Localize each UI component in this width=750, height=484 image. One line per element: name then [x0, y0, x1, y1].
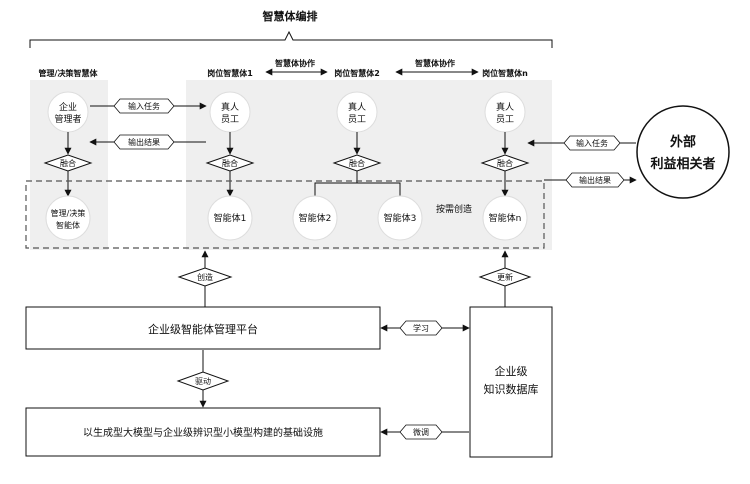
update-diamond: [478, 267, 532, 287]
human-2-label-2: 员工: [348, 114, 366, 125]
agent-3-label: 智能体3: [384, 212, 417, 224]
merge-diamond-post2: [332, 154, 382, 172]
agent-mgmt-label-2: 智能体: [56, 220, 80, 230]
input-task-label-right: 输入任务: [576, 138, 608, 148]
merge-label-post2: 融合: [349, 158, 365, 168]
manager-label-2: 管理者: [54, 113, 81, 125]
agent-node-1: [207, 195, 253, 241]
collab-label-2: 智慧体协作: [415, 58, 455, 68]
drive-diamond: [176, 371, 230, 391]
agent-2-label: 智能体2: [299, 212, 332, 224]
platform-box: [25, 306, 381, 350]
knowledge-database-box: [469, 306, 553, 458]
human-1-label-2: 员工: [221, 114, 239, 125]
update-label: 更新: [497, 272, 513, 282]
platform-label: 企业级智能体管理平台: [148, 322, 258, 336]
merge-diamond-post1: [205, 154, 255, 172]
knowledge-label-2: 知识数据库: [484, 382, 539, 396]
learn-label: 学习: [413, 323, 429, 333]
collab-label-1: 智慧体协作: [275, 58, 315, 68]
external-stakeholders-node: [636, 105, 730, 199]
agent-node-2: [292, 195, 338, 241]
finetune-label: 微调: [413, 427, 429, 437]
manager-label-1: 企业: [59, 101, 77, 113]
input-task-tag-left: [113, 98, 175, 114]
human-n-label-2: 员工: [496, 114, 514, 125]
infrastructure-box: [25, 407, 381, 457]
agent-n-label: 智能体n: [489, 212, 522, 224]
input-task-label-left: 输入任务: [128, 101, 160, 111]
column-header-mgmt: 管理/决策智慧体: [39, 68, 99, 78]
merge-label-postn: 融合: [497, 158, 513, 168]
column-header-post1: 岗位智慧体1: [207, 68, 253, 78]
merge-diamond-postn: [480, 154, 530, 172]
human-n-label-1: 真人: [496, 101, 514, 113]
merge-diamond-mgmt: [43, 154, 93, 172]
external-label-2: 利益相关者: [650, 156, 715, 172]
finetune-tag: [399, 424, 443, 440]
input-task-tag-right: [563, 135, 621, 151]
output-result-label-right: 输出结果: [579, 175, 611, 185]
agent-dashed-region: [25, 180, 545, 249]
human-1-label-1: 真人: [221, 101, 239, 113]
connector-post2-branches: [314, 182, 401, 196]
merge-label-mgmt: 融合: [60, 158, 76, 168]
on-demand-label: 按需创造: [436, 203, 472, 215]
title-bracket: [29, 30, 553, 48]
create-label: 创造: [197, 272, 213, 282]
agent-node-mgmt: [45, 195, 91, 241]
agent-node-n: [482, 195, 528, 241]
human-2-label-1: 真人: [348, 101, 366, 113]
column-header-post2: 岗位智慧体2: [334, 68, 380, 78]
agent-mgmt-label-1: 管理/决策: [51, 208, 86, 218]
diagram-title: 智慧体编排: [263, 9, 318, 23]
infrastructure-label: 以生成型大模型与企业级辨识型小模型构建的基础设施: [83, 426, 323, 439]
external-label-1: 外部: [669, 134, 696, 150]
learn-tag: [399, 320, 443, 336]
drive-label: 驱动: [195, 376, 211, 386]
merge-label-post1: 融合: [222, 158, 238, 168]
knowledge-label-1: 企业级: [495, 364, 528, 378]
output-result-tag-right: [565, 172, 625, 188]
agent-1-label: 智能体1: [214, 212, 247, 224]
output-result-label-left: 输出结果: [128, 137, 160, 147]
output-result-tag-left: [113, 134, 175, 150]
create-diamond: [177, 267, 233, 287]
agent-node-3: [377, 195, 423, 241]
column-header-postn: 岗位智慧体n: [482, 68, 528, 78]
